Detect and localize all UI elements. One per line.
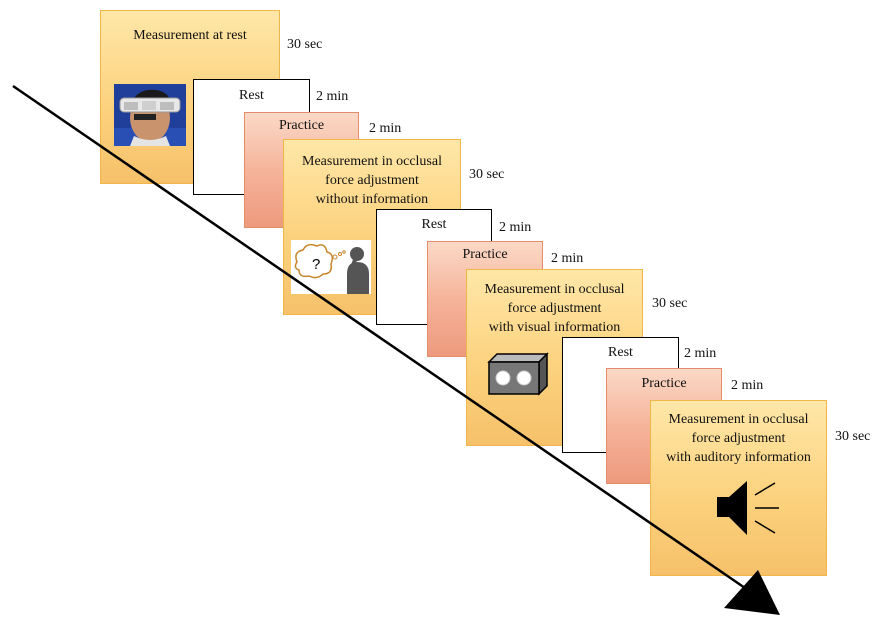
duration-label: 30 sec [835, 429, 871, 444]
visual-display-icon [487, 352, 549, 396]
card-title: Rest [421, 217, 447, 232]
duration-label: 30 sec [287, 37, 323, 52]
duration-label: 2 min [369, 121, 402, 136]
participant-photo [114, 84, 186, 146]
card-title: Measurement at rest [133, 28, 247, 43]
duration-label: 2 min [316, 89, 349, 104]
card-title: Measurement in occlusal force adjustment… [666, 412, 811, 465]
card-title: Practice [278, 118, 325, 133]
step-measurement-with-auditory-information: Measurement in occlusal force adjustment… [650, 400, 827, 576]
card-title: Measurement in occlusal force adjustment… [302, 154, 442, 207]
card-title: Rest [239, 88, 264, 103]
duration-label: 30 sec [469, 167, 505, 182]
duration-label: 2 min [684, 346, 717, 361]
card-title: Measurement in occlusal force adjustment… [484, 282, 625, 335]
timeline-arrow-head [724, 570, 780, 615]
svg-text:?: ? [312, 256, 320, 273]
duration-label: 30 sec [652, 296, 688, 311]
duration-label: 2 min [551, 251, 584, 266]
card-title: Practice [641, 376, 687, 391]
thinking-person-icon: ? [291, 240, 371, 294]
duration-label: 2 min [731, 378, 764, 393]
duration-label: 2 min [499, 220, 532, 235]
card-title: Practice [462, 247, 508, 262]
speaker-icon [717, 481, 779, 535]
card-title: Rest [608, 345, 633, 360]
